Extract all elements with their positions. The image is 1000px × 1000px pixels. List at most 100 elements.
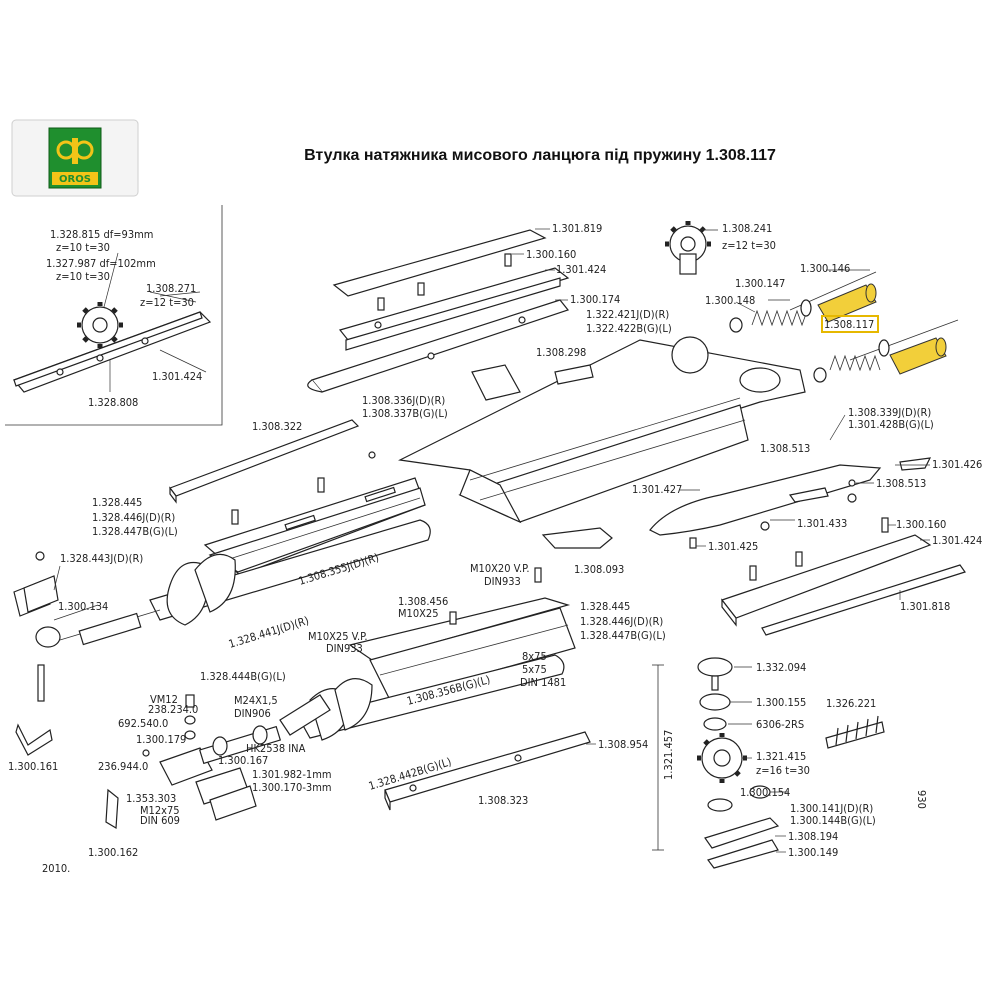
label-1300146: 1.300.146: [800, 262, 850, 275]
label-1322422: 1.322.422B(G)(L): [586, 322, 672, 335]
label-1308194: 1.308.194: [788, 830, 838, 843]
label-1300160-a: 1.300.160: [526, 248, 576, 261]
label-1300170: 1.300.170-3mm: [252, 781, 332, 794]
inset-detail: 1.328.815 df=93mm z=10 t=30 1.327.987 df…: [5, 205, 223, 426]
small-part-1300162: [105, 788, 119, 830]
label-1308241-z: z=12 t=30: [722, 239, 776, 252]
label-1328446-a: 1.328.446J(D)(R): [92, 511, 175, 524]
label-1301982: 1.301.982-1mm: [252, 768, 332, 781]
label-1332094: 1.332.094: [756, 661, 806, 674]
label-1321415: 1.321.415: [756, 750, 806, 763]
label-1308298: 1.308.298: [536, 346, 586, 359]
label-1300179: 1.300.179: [136, 733, 186, 746]
label-1301426: 1.301.426: [932, 458, 982, 471]
label-1300167: 1.300.167: [218, 754, 268, 767]
label-1301819: 1.301.819: [552, 222, 602, 235]
label-inset-6: z=12 t=30: [140, 296, 194, 309]
label-1300147: 1.300.147: [735, 277, 785, 290]
label-1321415-z: z=16 t=30: [756, 764, 810, 777]
label-1308339: 1.308.339J(D)(R): [848, 406, 931, 419]
label-din609: DIN 609: [140, 814, 180, 827]
label-m10x20: M10X20 V.P.: [470, 562, 530, 575]
label-1328441: 1.328.441J(D)(R): [227, 614, 311, 651]
label-1300162: 1.300.162: [88, 846, 138, 859]
label-inset-7: 1.301.424: [152, 370, 202, 383]
drive-cluster: [142, 694, 331, 821]
label-1321457: 1.321.457: [662, 730, 675, 780]
label-238234: 238.234.0: [148, 703, 198, 716]
label-inset-4: z=10 t=30: [56, 270, 110, 283]
label-1308093: 1.308.093: [574, 563, 624, 576]
label-m12x75: M12x75: [140, 804, 180, 817]
label-1301424-b: 1.301.424: [932, 534, 982, 547]
label-1308456: 1.308.456: [398, 595, 448, 608]
label-1301427: 1.301.427: [632, 483, 682, 496]
label-vm12: VM12: [150, 693, 178, 706]
spring-upper: [751, 309, 808, 327]
bracket-1300134: [13, 551, 61, 702]
label-1308241: 1.308.241: [722, 222, 772, 235]
top-strips: [307, 229, 570, 393]
spring-lower: [829, 354, 881, 372]
label-1308322: 1.308.322: [252, 420, 302, 433]
small-part-1300161: [15, 723, 53, 756]
label-1301424-a: 1.301.424: [556, 263, 606, 276]
label-inset-3: 1.327.987 df=102mm: [46, 257, 156, 270]
label-1300144: 1.300.144B(G)(L): [790, 814, 876, 827]
label-1308117: 1.308.117: [824, 318, 874, 331]
label-1300155: 1.300.155: [756, 696, 806, 709]
label-1301433: 1.301.433: [797, 517, 847, 530]
label-1328447-a: 1.328.447B(G)(L): [92, 525, 178, 538]
highlight-box-1308117: [821, 315, 879, 333]
rail-1308322: [169, 419, 360, 504]
inset-sprocket: [77, 302, 123, 348]
label-236944: 236.944.0: [98, 760, 148, 773]
label-m10x25-a: M10X25: [398, 607, 439, 620]
label-1326221: 1.326.221: [826, 697, 876, 710]
label-m24x15: M24X1,5: [234, 694, 278, 707]
label-1300174: 1.300.174: [570, 293, 620, 306]
label-1308954: 1.308.954: [598, 738, 648, 751]
label-inset-2: z=10 t=30: [56, 241, 110, 254]
label-1300149: 1.300.149: [788, 846, 838, 859]
label-1353303: 1.353.303: [126, 792, 176, 805]
label-din933-b: DIN933: [326, 642, 363, 655]
page-number: 930: [915, 790, 928, 809]
label-5x75: 5x75: [522, 663, 547, 676]
chain-1326221: [825, 715, 885, 749]
auger-1328441: [59, 519, 431, 646]
year-label: 2010.: [42, 862, 70, 875]
sprocket-1308241: [665, 221, 711, 275]
label-din906: DIN906: [234, 707, 271, 720]
main-frame: [398, 336, 806, 524]
right-strips: [689, 517, 966, 636]
label-1322421: 1.322.421J(D)(R): [586, 308, 669, 321]
label-1300160-b: 1.300.160: [896, 518, 946, 531]
label-1308513-a: 1.308.513: [760, 442, 810, 455]
rail-1308323: [384, 731, 591, 811]
page-title: Втулка натяжника мисового ланцюга під пр…: [304, 147, 776, 164]
label-1308336: 1.308.336J(D)(R): [362, 394, 445, 407]
label-692540: 692.540.0: [118, 717, 168, 730]
label-1300134: 1.300.134: [58, 600, 108, 613]
label-inset-8: 1.328.808: [88, 396, 138, 409]
label-1328445-a: 1.328.445: [92, 496, 142, 509]
label-din1481: DIN 1481: [520, 676, 566, 689]
label-1328445-b: 1.328.445: [580, 600, 630, 613]
tensioner-assembly: [729, 271, 959, 383]
label-1308337: 1.308.337B(G)(L): [362, 407, 448, 420]
label-8x75: 8x75: [522, 650, 547, 663]
label-1308323: 1.308.323: [478, 794, 528, 807]
label-hk2538: HK2538 INA: [246, 742, 306, 755]
label-1301425: 1.301.425: [708, 540, 758, 553]
label-1328443: 1.328.443J(D)(R): [60, 552, 143, 565]
label-1328444: 1.328.444B(G)(L): [200, 670, 286, 683]
logo-text: OROS: [59, 174, 91, 185]
bushing-1308117-lower: [889, 337, 947, 375]
label-1308513-b: 1.308.513: [876, 477, 926, 490]
label-din933-a: DIN933: [484, 575, 521, 588]
side-plate: [541, 457, 932, 549]
label-1301818: 1.301.818: [900, 600, 950, 613]
label-6306-2rs: 6306-2RS: [756, 718, 804, 731]
sprocket-assembly-right: [652, 657, 780, 869]
